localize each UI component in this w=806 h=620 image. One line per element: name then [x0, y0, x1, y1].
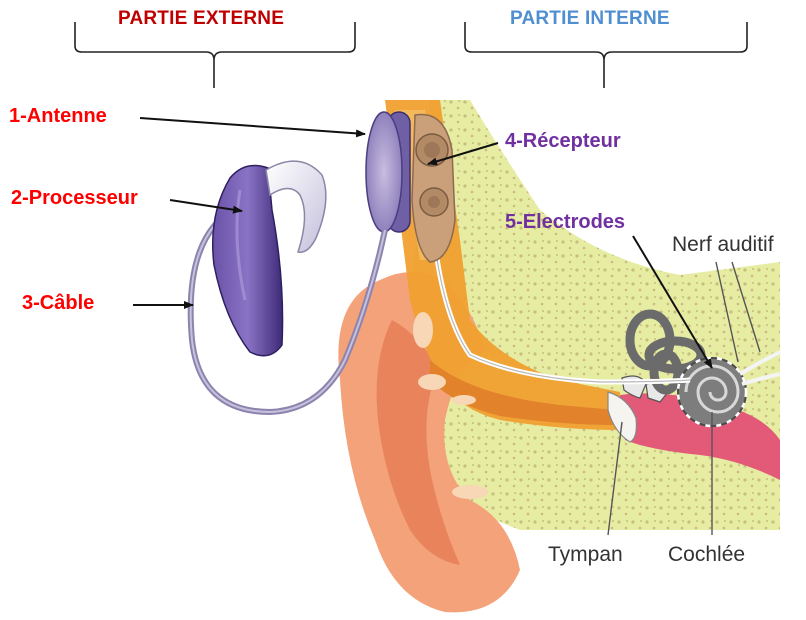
- label-auditory-nerve: Nerf auditif: [672, 233, 774, 257]
- internal-part-header: PARTIE INTERNE: [510, 8, 670, 30]
- label-cochlea: Cochlée: [668, 543, 745, 567]
- internal-receiver: [412, 114, 455, 262]
- label-cable: 3-Câble: [22, 292, 94, 315]
- label-processor: 2-Processeur: [11, 187, 138, 210]
- external-part-header: PARTIE EXTERNE: [118, 8, 284, 30]
- sound-processor: [213, 161, 326, 356]
- label-electrodes: 5-Electrodes: [505, 211, 625, 234]
- label-antenna: 1-Antenne: [9, 105, 107, 128]
- external-antenna: [366, 112, 410, 232]
- label-receiver: 4-Récepteur: [505, 130, 621, 153]
- internal-bracket: [465, 22, 747, 88]
- arrow-antenna: [140, 118, 365, 134]
- external-bracket: [75, 22, 355, 88]
- label-eardrum: Tympan: [548, 543, 623, 567]
